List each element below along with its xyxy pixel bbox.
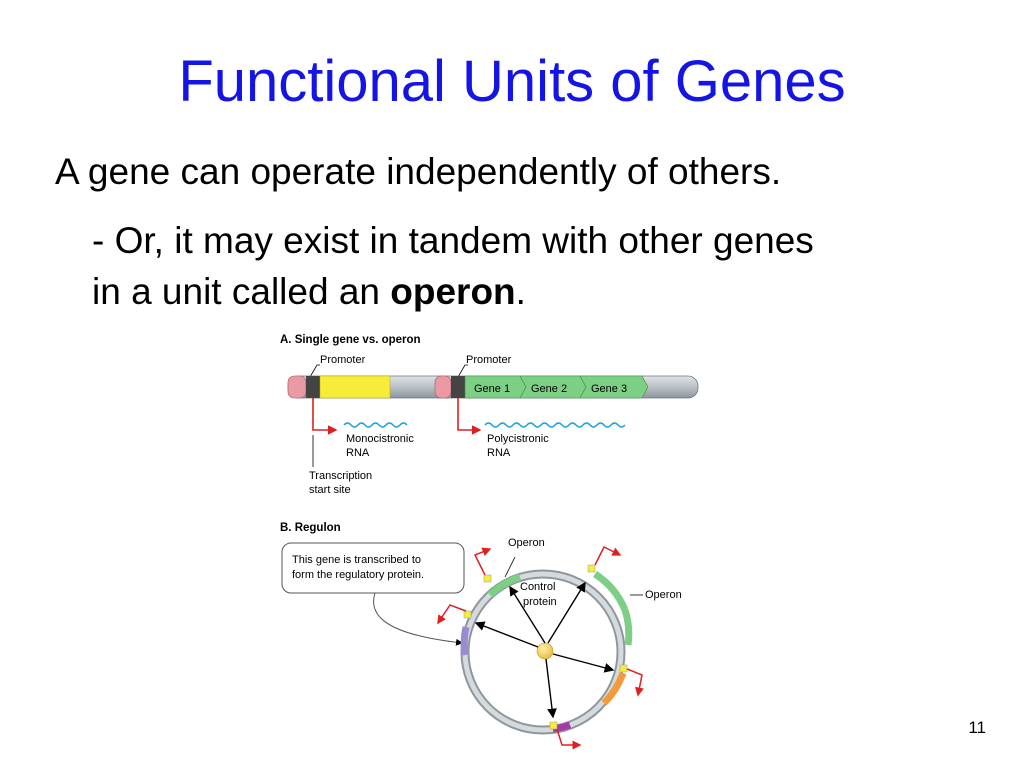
promoter-label-2: Promoter: [466, 354, 512, 366]
promoter-2: [434, 375, 452, 399]
tss-label-1: Transcription: [309, 470, 372, 482]
control-protein-label-1: Control: [520, 581, 555, 593]
promoter-1: [287, 375, 307, 399]
control-protein-label-2: protein: [523, 596, 557, 608]
body-line-3-suffix: .: [515, 271, 526, 312]
callout-line-1: This gene is transcribed to: [292, 554, 421, 566]
body-line-2: - Or, it may exist in tandem with other …: [92, 220, 814, 261]
promoter-leader-2: [457, 364, 468, 378]
body-line-3: in a unit called an operon.: [92, 270, 526, 314]
polycistronic-rna-wave: [484, 422, 626, 428]
callout-box: [281, 542, 465, 594]
promoter-tick-1: [483, 574, 492, 583]
panel-a-title: A. Single gene vs. operon: [280, 334, 421, 346]
single-gene: [319, 375, 391, 399]
operon-label-top: Operon: [508, 537, 545, 549]
slide-title: Functional Units of Genes: [178, 49, 846, 114]
circle-arrow-3: [437, 604, 467, 625]
slide-number: 11: [968, 718, 986, 737]
reg-arrow-5: [545, 658, 557, 719]
circle-arrow-2: [594, 545, 622, 566]
poly-rna-label-1: Polycistronic: [487, 433, 549, 445]
mono-rna-label-2: RNA: [346, 447, 370, 459]
gene-segment-orange: [601, 671, 627, 706]
panel-b-title: B. Regulon: [280, 522, 341, 534]
circle-arrow-1: [473, 547, 492, 576]
operon-segment-top: [487, 573, 522, 598]
gene-3-label: Gene 3: [591, 383, 627, 395]
gene-segment-left: [460, 626, 470, 656]
reg-arrow-2: [547, 581, 586, 644]
callout-pointer: [373, 592, 463, 646]
callout-line-2: form the regulatory protein.: [292, 569, 424, 581]
reg-arrow-1: [509, 585, 546, 644]
operon-term: operon: [390, 271, 516, 312]
promoter-tick-4: [619, 664, 628, 673]
promoter-tick-5: [549, 721, 558, 730]
control-protein: [536, 642, 554, 660]
transcription-arrow-2: [457, 398, 482, 435]
transcription-arrow-1: [312, 398, 338, 435]
body-line-1: A gene can operate independently of othe…: [55, 151, 782, 192]
circle-arrow-5: [556, 728, 582, 750]
poly-rna-label-2: RNA: [487, 447, 511, 459]
monocistronic-rna-wave: [343, 422, 408, 428]
operon-segment-right-2: [621, 608, 633, 646]
promoter-label-1: Promoter: [320, 354, 366, 366]
body-line-3-prefix: in a unit called an: [92, 271, 391, 312]
operon-label-right: Operon: [645, 589, 682, 601]
gene-1-label: Gene 1: [474, 383, 510, 395]
promoter-tick-2: [587, 564, 596, 573]
tss-region-1: [306, 376, 320, 398]
mono-rna-label-1: Monocistronic: [346, 433, 414, 445]
operon-regulon-figure: A. Single gene vs. operon Promoter Promo…: [270, 325, 710, 765]
tss-region-2: [451, 376, 465, 398]
tss-label-2: start site: [309, 484, 351, 496]
reg-arrow-4: [552, 653, 615, 673]
reg-arrow-3: [474, 621, 539, 648]
operon-leader-top: [504, 556, 516, 578]
gene-2-label: Gene 2: [531, 383, 567, 395]
gene-3-block: [579, 375, 649, 399]
promoter-leader-1: [309, 364, 320, 378]
operon-segment-right: [593, 571, 629, 612]
figure-svg: A. Single gene vs. operon Promoter Promo…: [280, 334, 699, 750]
circle-arrow-4: [626, 668, 644, 697]
promoter-tick-3: [463, 610, 472, 619]
